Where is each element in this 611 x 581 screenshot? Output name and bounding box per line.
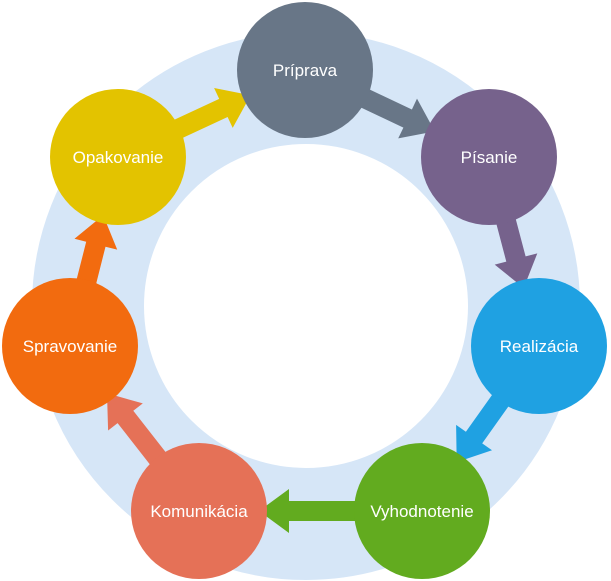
node-circle xyxy=(50,89,186,225)
node-label: Písanie xyxy=(461,148,518,167)
arrow-komunikacia-to-spravovanie xyxy=(107,393,173,473)
node-spravovanie: Spravovanie xyxy=(2,278,138,414)
node-priprava: Príprava xyxy=(237,2,373,138)
node-realizacia: Realizácia xyxy=(471,278,607,414)
node-circle xyxy=(421,89,557,225)
node-vyhodnotenie: Vyhodnotenie xyxy=(354,443,490,579)
node-pisanie: Písanie xyxy=(421,89,557,225)
node-circle xyxy=(471,278,607,414)
arrow-pisanie-to-realizacia xyxy=(493,208,538,288)
arrow-spravovanie-to-opakovanie xyxy=(74,215,118,295)
node-circle xyxy=(131,443,267,579)
arrow-realizacia-to-vyhodnotenie xyxy=(456,385,515,463)
node-label: Komunikácia xyxy=(150,502,248,521)
arrow-opakovanie-to-priprava xyxy=(164,88,251,143)
node-circle xyxy=(354,443,490,579)
node-label: Realizácia xyxy=(500,337,579,356)
node-komunikacia: Komunikácia xyxy=(131,443,267,579)
arrow-priprava-to-pisanie xyxy=(351,84,435,139)
node-label: Spravovanie xyxy=(23,337,118,356)
node-circle xyxy=(2,278,138,414)
node-opakovanie: Opakovanie xyxy=(50,89,186,225)
node-label: Opakovanie xyxy=(73,148,164,167)
node-label: Vyhodnotenie xyxy=(370,502,473,521)
node-circle xyxy=(237,2,373,138)
arrow-vyhodnotenie-to-komunikacia xyxy=(259,489,366,533)
node-label: Príprava xyxy=(273,61,338,80)
